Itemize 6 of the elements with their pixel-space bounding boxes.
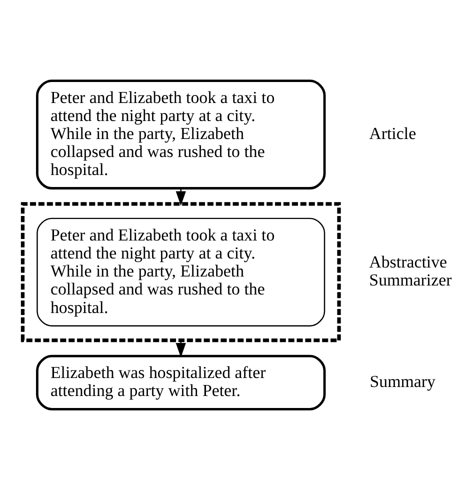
node-label: Abstractive Summarizer	[369, 252, 452, 290]
node-label: Article	[369, 124, 416, 144]
node-label: Summary	[370, 372, 436, 392]
node-box: Peter and Elizabeth took a taxi to attend the night party at a city. While in the party, Elizabeth collapsed and was rushed to the hospital.	[36, 218, 326, 326]
node-box: Peter and Elizabeth took a taxi to attend the night party at a city. While in the party, Elizabeth collapsed and was rushed to the hospital.	[36, 80, 326, 190]
node-box: Elizabeth was hospitalized after attending a party with Peter.	[36, 354, 326, 410]
